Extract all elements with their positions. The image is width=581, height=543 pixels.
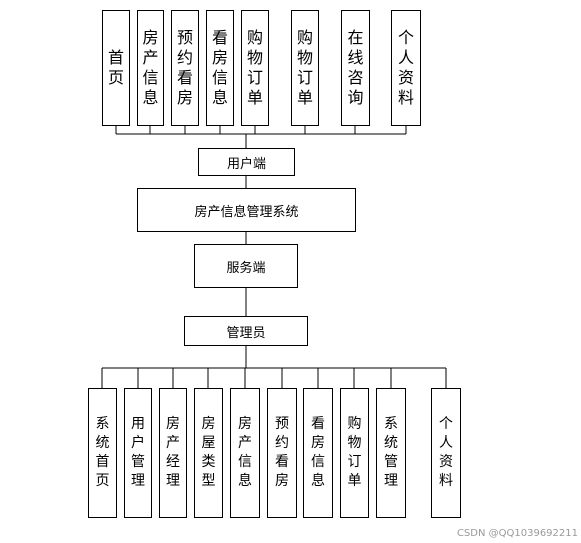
top-module-label: 购 物 订 单 — [296, 28, 313, 107]
top-module-box-1: 首 页 — [102, 10, 130, 126]
bottom-module-label: 购 物 订 单 — [347, 416, 362, 489]
top-module-box-8: 个 人 资 料 — [391, 10, 421, 126]
top-module-label: 个 人 资 料 — [397, 28, 414, 107]
top-module-label: 房 产 信 息 — [142, 28, 159, 107]
bottom-module-box-2: 用 户 管 理 — [124, 388, 152, 518]
system-label: 房产信息管理系统 — [194, 204, 299, 220]
bottom-module-box-8: 购 物 订 单 — [340, 388, 369, 518]
bottom-module-label: 个 人 资 料 — [439, 416, 453, 489]
bottom-module-box-9: 系 统 管 理 — [376, 388, 406, 518]
bottom-module-box-4: 房 屋 类 型 — [194, 388, 223, 518]
server-side-label: 服务端 — [226, 260, 266, 276]
bottom-module-box-5: 房 产 信 息 — [230, 388, 260, 518]
top-module-label: 在 线 咨 询 — [347, 28, 364, 107]
bottom-module-label: 用 户 管 理 — [131, 416, 145, 489]
watermark: CSDN @QQ1039692211 — [456, 528, 578, 539]
server-side-box: 服务端 — [194, 244, 298, 288]
admin-box: 管理员 — [184, 316, 308, 346]
top-module-box-2: 房 产 信 息 — [137, 10, 164, 126]
bottom-module-box-10: 个 人 资 料 — [431, 388, 461, 518]
top-module-box-7: 在 线 咨 询 — [341, 10, 370, 126]
bottom-module-label: 看 房 信 息 — [311, 416, 325, 489]
bottom-module-box-1: 系 统 首 页 — [88, 388, 117, 518]
top-module-label: 首 页 — [107, 48, 124, 87]
top-module-box-6: 购 物 订 单 — [291, 10, 319, 126]
system-box: 房产信息管理系统 — [137, 188, 356, 232]
bottom-module-label: 系 统 管 理 — [384, 416, 398, 489]
top-module-box-4: 看 房 信 息 — [206, 10, 234, 126]
bottom-module-box-7: 看 房 信 息 — [303, 388, 333, 518]
bottom-module-label: 房 屋 类 型 — [201, 416, 216, 489]
bottom-module-label: 房 产 信 息 — [238, 416, 252, 489]
bottom-module-box-3: 房 产 经 理 — [159, 388, 187, 518]
top-module-box-3: 预 约 看 房 — [171, 10, 199, 126]
top-module-label: 看 房 信 息 — [211, 28, 228, 107]
bottom-module-label: 系 统 首 页 — [95, 416, 110, 489]
top-module-label: 购 物 订 单 — [246, 28, 263, 107]
top-module-label: 预 约 看 房 — [176, 28, 193, 107]
bottom-module-box-6: 预 约 看 房 — [267, 388, 297, 518]
top-module-box-5: 购 物 订 单 — [241, 10, 269, 126]
user-side-label: 用户端 — [226, 156, 266, 172]
admin-label: 管理员 — [226, 325, 266, 341]
bottom-module-label: 预 约 看 房 — [275, 416, 289, 489]
user-side-box: 用户端 — [198, 148, 295, 176]
bottom-module-label: 房 产 经 理 — [166, 416, 180, 489]
